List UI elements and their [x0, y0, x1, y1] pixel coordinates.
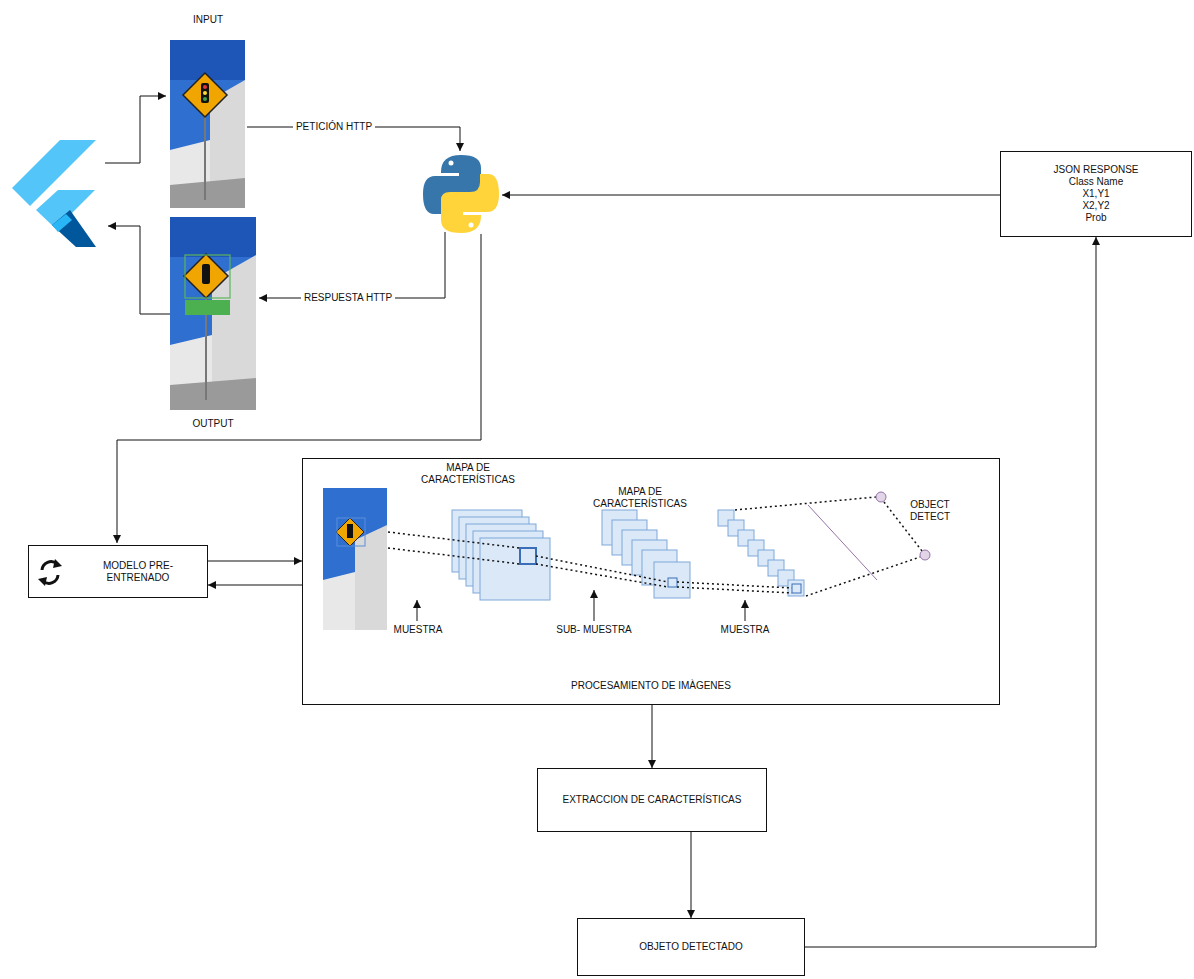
label-text: MUESTRA	[394, 624, 443, 635]
http-response-arrow	[259, 232, 445, 298]
node-text: PROCESAMIENTO DE IMÀGENES	[571, 680, 731, 692]
input-photo	[170, 40, 245, 208]
text-label: MAPA DE CARACTERÍSTICAS	[418, 462, 518, 486]
node-text: X2,Y2	[1082, 200, 1109, 212]
flutter-logo	[52, 210, 96, 247]
traffic-light-symbol	[347, 524, 353, 538]
model-box: MODELO PRE-ENTRENADO	[28, 545, 208, 598]
detection-box	[337, 518, 365, 546]
label-text: RESPUESTA HTTP	[301, 292, 395, 303]
node-text: JSON RESPONSE	[1053, 164, 1138, 176]
connector	[652, 705, 653, 768]
python-logo	[469, 223, 474, 228]
input-photo	[170, 40, 245, 80]
json-arrow	[502, 195, 1000, 196]
traffic-light-symbol	[203, 85, 207, 89]
sample-photo	[323, 572, 355, 630]
pointer-arrow	[745, 600, 746, 621]
label-text: MAPA DE CARACTERÍSTICAS	[593, 486, 687, 509]
refresh-icon	[38, 577, 47, 586]
traffic-light-symbol	[203, 97, 207, 101]
kernel-window	[520, 548, 536, 564]
node-text: OUTPUT	[192, 418, 233, 430]
python-logo	[441, 174, 499, 233]
node-text: Class Name	[1069, 176, 1123, 188]
kernel-window	[668, 578, 677, 587]
text-label: OBJECT DETECT	[898, 499, 962, 523]
feature-map	[788, 580, 804, 596]
detection-band	[185, 300, 230, 315]
projection-line	[536, 556, 668, 582]
sample-photo	[355, 525, 387, 630]
flow-arrow	[108, 226, 170, 314]
output-image: OUTPUT	[158, 214, 268, 434]
label-text: OBJECT DETECT	[910, 499, 950, 522]
label-text: PETICIÓN HTTP	[293, 121, 375, 132]
text-label: RESPUESTA HTTP	[300, 292, 396, 304]
decision-line	[808, 505, 877, 580]
text-label: MUESTRA	[714, 624, 776, 636]
flow-arrow	[117, 234, 481, 543]
node-text: X1,Y1	[1082, 188, 1109, 200]
flow-arrow	[105, 96, 166, 163]
output-photo	[170, 217, 256, 257]
kernel-window	[792, 584, 801, 593]
pointer-arrow	[417, 600, 418, 621]
flutter-logo	[52, 214, 72, 232]
pointer-arrow	[594, 590, 595, 621]
node-text: OBJETO DETECTADO	[639, 941, 743, 953]
text-label: SUB- MUESTRA	[552, 624, 636, 636]
connector	[691, 832, 692, 918]
projection-line	[536, 564, 668, 587]
text-label: MUESTRA	[387, 624, 449, 636]
input-image: INPUT	[158, 10, 258, 210]
projection-line	[735, 497, 876, 510]
traffic-light-symbol	[201, 83, 209, 103]
feature-map	[480, 538, 550, 600]
json-box: JSON RESPONSEClass NameX1,Y1X2,Y2Prob	[1000, 151, 1192, 237]
node-text: EXTRACCION DE CARACTERÍSTICAS	[563, 794, 742, 806]
process-box: EXTRACCION DE CARACTERÍSTICAS	[537, 768, 767, 832]
output-photo	[170, 217, 256, 410]
traffic-sign	[183, 73, 227, 117]
output-photo	[170, 378, 256, 410]
label-text: MAPA DE CARACTERÍSTICAS	[421, 462, 515, 485]
sample-photo	[323, 488, 387, 630]
traffic-light-symbol	[202, 264, 210, 284]
traffic-sign	[336, 518, 364, 546]
output-neuron	[920, 550, 930, 560]
refresh-icon	[53, 559, 62, 568]
projection-line	[677, 587, 792, 593]
node-text: Prob	[1085, 212, 1106, 224]
python-logo	[449, 161, 454, 166]
projection-line	[806, 557, 920, 596]
input-photo	[170, 178, 245, 208]
text-label: MAPA DE CARACTERÍSTICAS	[590, 486, 690, 510]
detection-box	[185, 255, 230, 298]
projection-line	[388, 532, 520, 548]
output-neuron	[876, 492, 886, 502]
node-text: INPUT	[193, 14, 223, 26]
connector	[208, 585, 302, 586]
projection-line	[677, 582, 792, 588]
label-text: SUB- MUESTRA	[556, 624, 632, 635]
projection-lines	[388, 497, 922, 596]
text-label: PETICIÓN HTTP	[290, 121, 378, 133]
result-box: OBJETO DETECTADO	[577, 918, 805, 976]
connector	[805, 237, 1096, 947]
label-text: MUESTRA	[721, 624, 770, 635]
sign-post	[204, 117, 206, 200]
traffic-light-symbol	[203, 91, 207, 95]
connector	[208, 561, 302, 562]
feature-map-stack	[452, 510, 804, 600]
projection-line	[388, 548, 520, 564]
traffic-sign	[184, 254, 228, 298]
node-text: MODELO PRE-ENTRENADO	[99, 560, 177, 584]
